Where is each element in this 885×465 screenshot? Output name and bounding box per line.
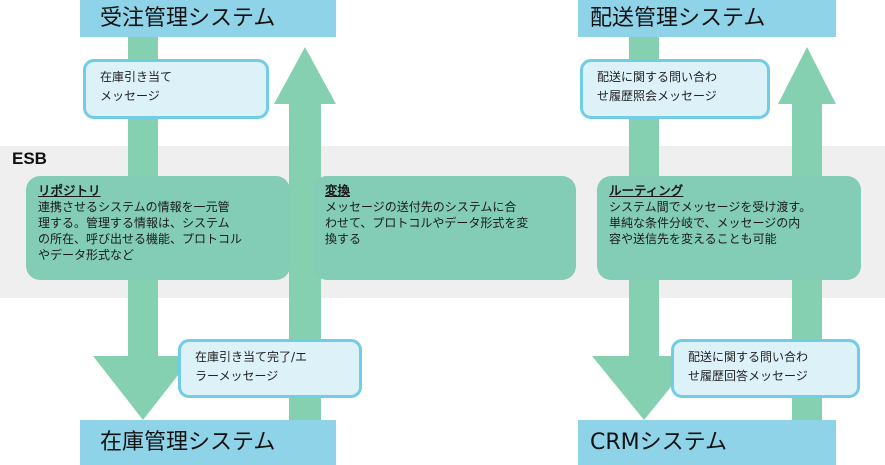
system-box-crm: CRMシステム [578,420,836,465]
message-history-reply: 配送に関する問い合わ せ履歴回答メッセージ [671,339,860,398]
system-label-inventory: 在庫管理システム [100,429,276,455]
system-box-inventory: 在庫管理システム [80,420,336,465]
feature-body-routing: システム間でメッセージを受け渡す。 単純な条件分岐で、メッセージの内 容や送信先… [609,200,812,246]
feature-title-routing: ルーティング [609,183,684,198]
system-label-crm: CRMシステム [590,429,727,455]
message-allocation: 在庫引き当て メッセージ [83,59,269,119]
system-label-order: 受注管理システム [100,5,276,31]
feature-transformation: 変換 メッセージの送付先のシステムに合 わせて、プロトコルやデータ形式を変 換す… [313,176,576,280]
feature-body-transformation: メッセージの送付先のシステムに合 わせて、プロトコルやデータ形式を変 換する [325,200,529,246]
feature-repository: リポジトリ 連携させるシステムの情報を一元管 理する。管理する情報は、システム … [26,176,290,280]
feature-body-repository: 連携させるシステムの情報を一元管 理する。管理する情報は、システム の所在、呼び… [38,200,243,262]
feature-routing: ルーティング システム間でメッセージを受け渡す。 単純な条件分岐で、メッセージの… [597,176,861,280]
message-history-inquiry: 配送に関する問い合わ せ履歴照会メッセージ [580,59,770,119]
system-box-order: 受注管理システム [80,0,336,37]
feature-title-transformation: 変換 [325,183,351,198]
esb-label: ESB [12,149,47,168]
up-arrow-inventory-to-order [274,47,336,420]
message-allocation-result: 在庫引き当て完了/エ ラーメッセージ [178,339,362,398]
feature-title-repository: リポジトリ [38,183,101,198]
system-box-delivery: 配送管理システム [578,0,836,37]
system-label-delivery: 配送管理システム [590,5,766,31]
